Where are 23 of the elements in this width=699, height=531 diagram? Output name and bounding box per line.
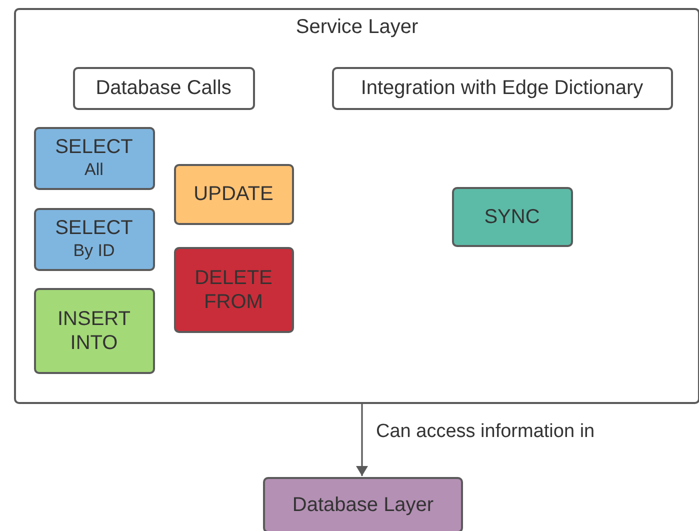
process-box [34,126,154,190]
process-box [34,208,154,270]
box-label: Integration with Edge Dictionary [360,76,644,100]
process-box [452,186,572,246]
layer-title: Service Layer [296,15,418,39]
box-label: Database Calls [96,76,232,100]
box-label: SELECT [55,135,133,159]
box-subtext: By ID [73,240,115,262]
layer-box [263,477,463,531]
heading-box [72,66,254,110]
box-label: DELETE FROM [194,266,274,314]
box-label: Database Layer [292,493,434,517]
box-label: SYNC [484,204,540,228]
arrow [356,404,368,476]
process-box [34,288,154,374]
box-label: INSERT INTO [56,306,132,354]
layer-box [14,8,699,404]
process-box [174,246,294,332]
box-label: UPDATE [194,182,274,206]
heading-box [332,66,672,110]
box-subtext: All [84,159,104,181]
box-label: SELECT [55,216,133,240]
process-box [174,164,294,224]
